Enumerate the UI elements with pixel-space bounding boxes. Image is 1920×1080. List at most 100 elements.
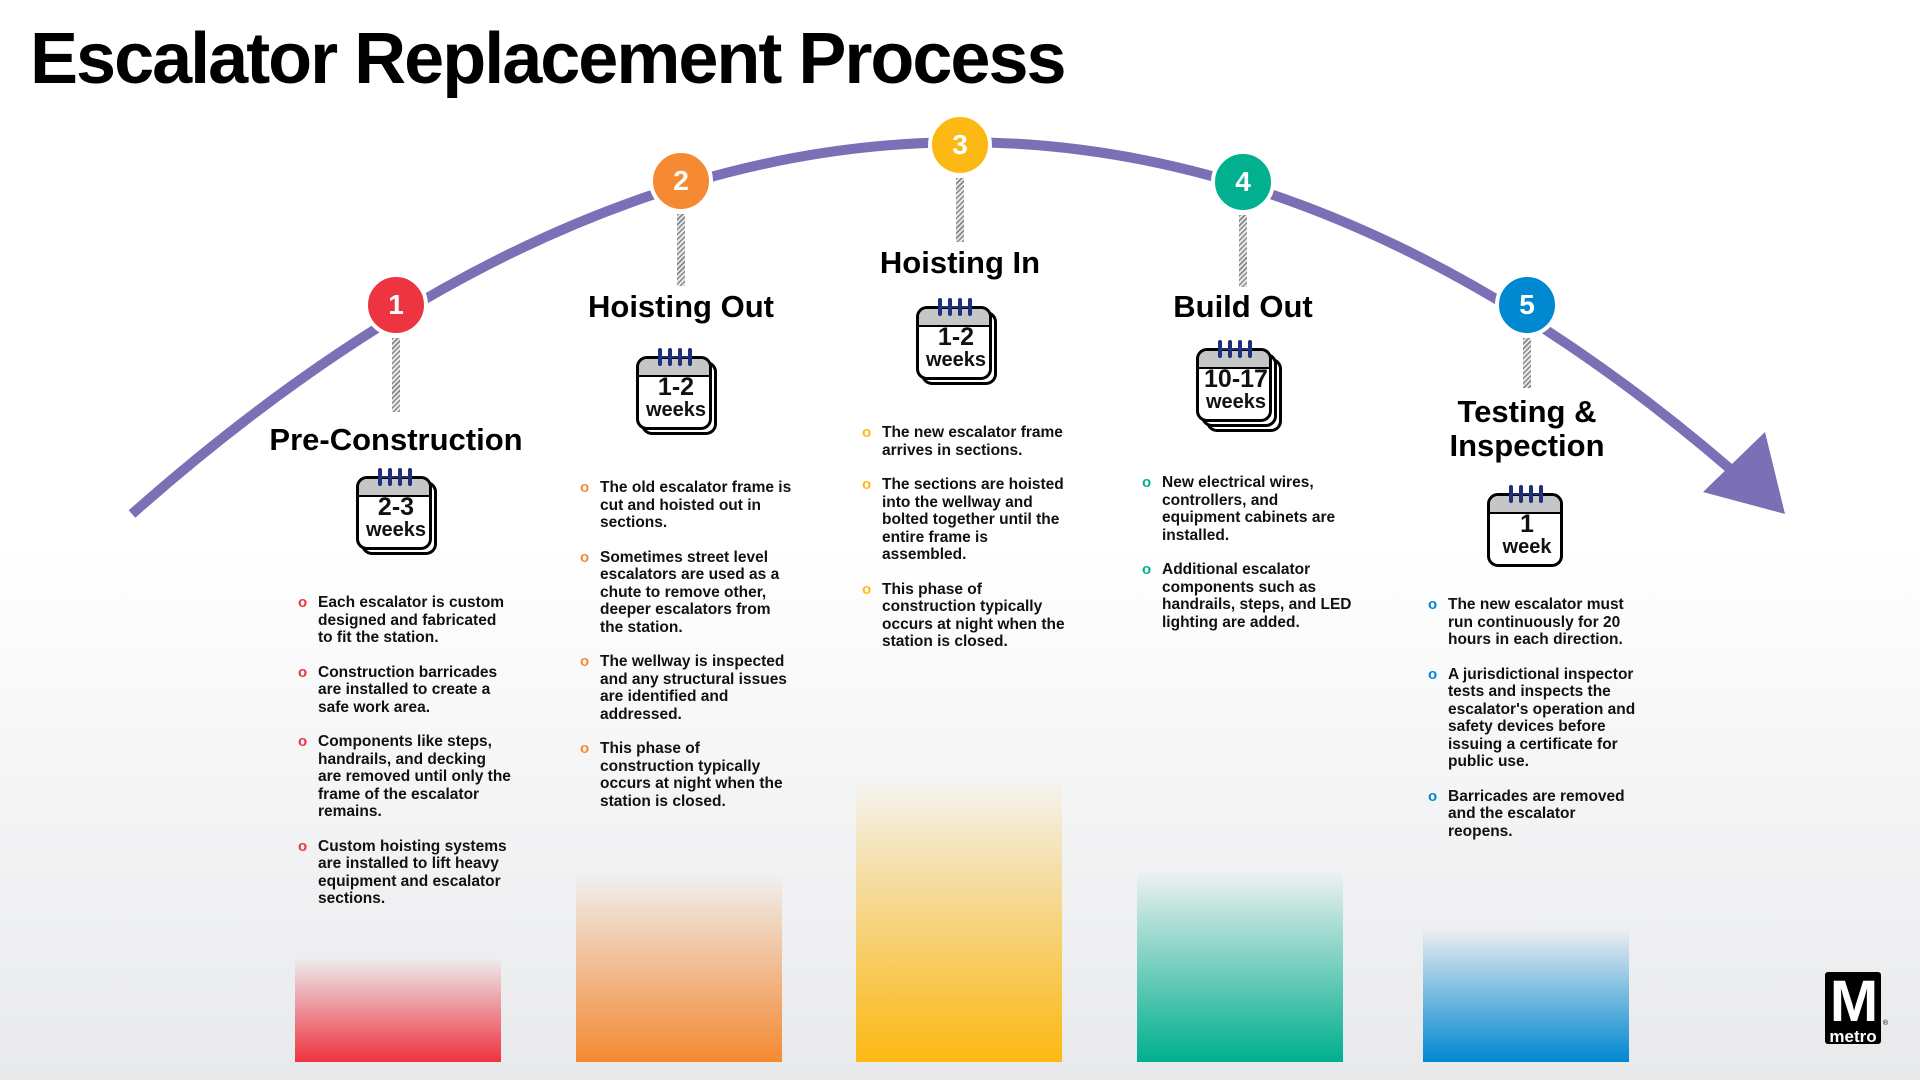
step-connector [392, 338, 400, 412]
bullet-text: The sections are hoisted into the wellwa… [882, 476, 1064, 563]
duration-unit: weeks [925, 349, 987, 371]
step-number-badge: 1 [364, 273, 428, 337]
bullet-circle-icon: o [1428, 787, 1438, 805]
calendar-ring [1519, 485, 1523, 503]
bullet-circle-icon: o [298, 663, 308, 681]
calendar-rings-icon [938, 298, 972, 316]
calendar-ring [1509, 485, 1513, 503]
bullet-circle-icon: o [298, 733, 308, 750]
phase-title: Hoisting Out [588, 289, 774, 324]
bullet-circle-icon: o [1142, 561, 1152, 578]
step-bullet-list: o The new escalator frame arrives in sect… [862, 424, 1076, 668]
calendar-ring [658, 348, 662, 366]
logo-letter: M [1829, 969, 1878, 1034]
bullet-text: Custom hoisting systems are installed to… [318, 837, 507, 908]
calendar-ring [408, 468, 412, 486]
step-number-badge: 5 [1495, 273, 1559, 337]
calendar-ring [378, 468, 382, 486]
bullet-text: New electrical wires, controllers, and e… [1162, 474, 1336, 544]
bullet-item: o Additional escalator components such as… [1142, 561, 1356, 631]
bullet-text: This phase of construction typically occ… [882, 580, 1065, 651]
phase-title: Build Out [1173, 289, 1313, 324]
bullet-item: o Barricades are removed and the escalato… [1428, 787, 1642, 841]
bullet-circle-icon: o [862, 476, 872, 493]
duration-unit: weeks [365, 519, 427, 541]
bullet-text: The new escalator frame arrives in secti… [882, 424, 1063, 459]
calendar-ring [958, 298, 962, 316]
bullet-circle-icon: o [580, 479, 590, 496]
calendar-ring [948, 298, 952, 316]
bullet-circle-icon: o [862, 424, 872, 441]
bullet-item: o Components like steps, handrails, and d… [298, 733, 512, 821]
step-color-bar [1137, 870, 1343, 1062]
calendar-page [356, 476, 432, 550]
calendar-ring [1228, 340, 1232, 358]
bullet-item: o Sometimes street level escalators are u… [580, 548, 794, 637]
arrow-head-icon [1703, 432, 1785, 514]
logo-text: metro [1829, 1027, 1877, 1046]
calendar-ring [968, 298, 972, 316]
phase-title: Testing & Inspection [1449, 394, 1605, 463]
calendar-page [1196, 348, 1272, 422]
calendar-rings-icon [658, 348, 692, 366]
step-connector [1523, 338, 1531, 388]
metro-logo: M metro ® [1825, 969, 1888, 1046]
bullet-text: Components like steps, handrails, and de… [318, 733, 511, 820]
step-bullet-list: o New electrical wires, controllers, and … [1142, 474, 1356, 648]
calendar-ring [1539, 485, 1543, 503]
bullet-text: Barricades are removed and the escalator… [1448, 787, 1625, 840]
bullet-circle-icon: o [1428, 596, 1438, 613]
step-number-badge: 4 [1211, 150, 1275, 214]
calendar-rings-icon [1509, 485, 1543, 503]
step-connector [956, 178, 964, 242]
phase-title: Hoisting In [879, 245, 1041, 280]
bullet-item: o Construction barricades are installed t… [298, 663, 512, 717]
bullet-item: o New electrical wires, controllers, and … [1142, 474, 1356, 544]
step-color-bar [1423, 928, 1629, 1062]
calendar-ring [1238, 340, 1242, 358]
bullet-text: Construction barricades are installed to… [318, 663, 498, 716]
step-color-bar [576, 872, 782, 1062]
bullet-text: A jurisdictional inspector tests and ins… [1448, 665, 1636, 771]
bullet-circle-icon: o [580, 740, 590, 757]
bullet-circle-icon: o [580, 548, 590, 566]
step-bullet-list: o The new escalator must run continuously… [1428, 596, 1642, 857]
bullet-circle-icon: o [1142, 474, 1152, 491]
calendar-ring [938, 298, 942, 316]
duration-unit: weeks [645, 399, 707, 421]
step-bullet-list: o The old escalator frame is cut and hois… [580, 479, 794, 827]
calendar-ring [1218, 340, 1222, 358]
calendar-ring [388, 468, 392, 486]
bullet-circle-icon: o [862, 580, 872, 598]
step-color-bar [295, 958, 501, 1062]
bullet-item: o The old escalator frame is cut and hois… [580, 479, 794, 532]
calendar-ring [678, 348, 682, 366]
calendar-rings-icon [378, 468, 412, 486]
step-number-badge: 2 [649, 149, 713, 213]
calendar-ring [688, 348, 692, 366]
bullet-text: The old escalator frame is cut and hoist… [600, 479, 792, 531]
bullet-circle-icon: o [580, 653, 590, 670]
duration-value: 1-2 [657, 373, 695, 401]
bullet-text: The new escalator must run continuously … [1448, 596, 1624, 648]
duration-value: 10-17 [1204, 365, 1268, 393]
step-number-badge: 3 [928, 113, 992, 177]
calendar-ring [668, 348, 672, 366]
bullet-item: o The new escalator frame arrives in sect… [862, 424, 1076, 459]
bullet-text: Sometimes street level escalators are us… [600, 548, 780, 636]
bullet-text: Additional escalator components such as … [1162, 561, 1352, 631]
bullet-item: o The sections are hoisted into the wellw… [862, 476, 1076, 564]
